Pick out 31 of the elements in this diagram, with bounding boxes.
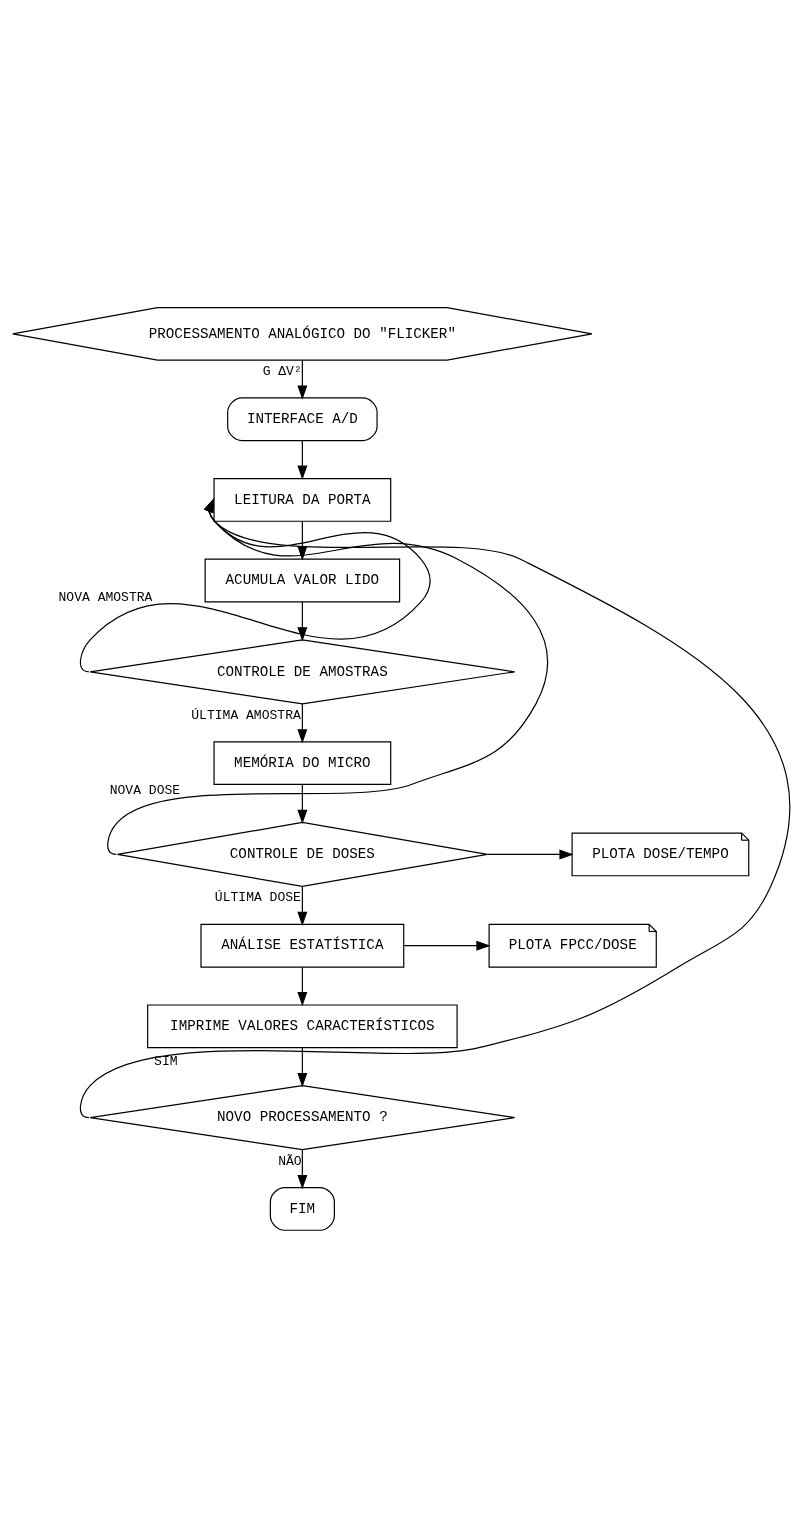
arrow [297, 783, 308, 824]
edge-label: ÚLTIMA DOSE [214, 889, 301, 905]
edge-label: G ΔV² [262, 363, 302, 379]
edge-label: SIM [154, 1053, 178, 1069]
arrow [297, 703, 308, 743]
node-box: LEITURA DA PORTA [213, 477, 392, 522]
node-box: FIM [269, 1186, 335, 1231]
node-box: MEMÓRIA DO MICRO [213, 740, 392, 785]
node-box: INTERFACE A/D [227, 396, 378, 441]
node-diamond: CONTROLE DE AMOSTRAS [89, 638, 516, 704]
edge-label: NÃO [278, 1153, 302, 1169]
edge-label: NOVA DOSE [109, 782, 181, 798]
arrow [297, 885, 308, 926]
arrow [107, 497, 549, 855]
node-diamond: NOVO PROCESSAMENTO ? [89, 1084, 516, 1150]
arrow [297, 600, 308, 642]
node-box: ANÁLISE ESTATÍSTICA [200, 923, 405, 968]
arrow [403, 940, 491, 951]
arrow [297, 1046, 308, 1087]
edge-label: NOVA AMOSTRA [58, 589, 153, 605]
node-box: IMPRIME VALORES CARACTERÍSTICOS [147, 1003, 458, 1048]
node-box: ACUMULA VALOR LIDO [204, 558, 401, 602]
arrow [297, 359, 308, 400]
arrow [297, 1148, 308, 1189]
arrow [79, 497, 431, 672]
arrow [297, 966, 308, 1006]
edge-label: ÚLTIMA AMOSTRA [191, 707, 301, 723]
arrow [79, 497, 791, 1118]
arrow [486, 848, 574, 859]
arrow [297, 439, 308, 480]
node-diamond: CONTROLE DE DOSES [116, 821, 488, 887]
